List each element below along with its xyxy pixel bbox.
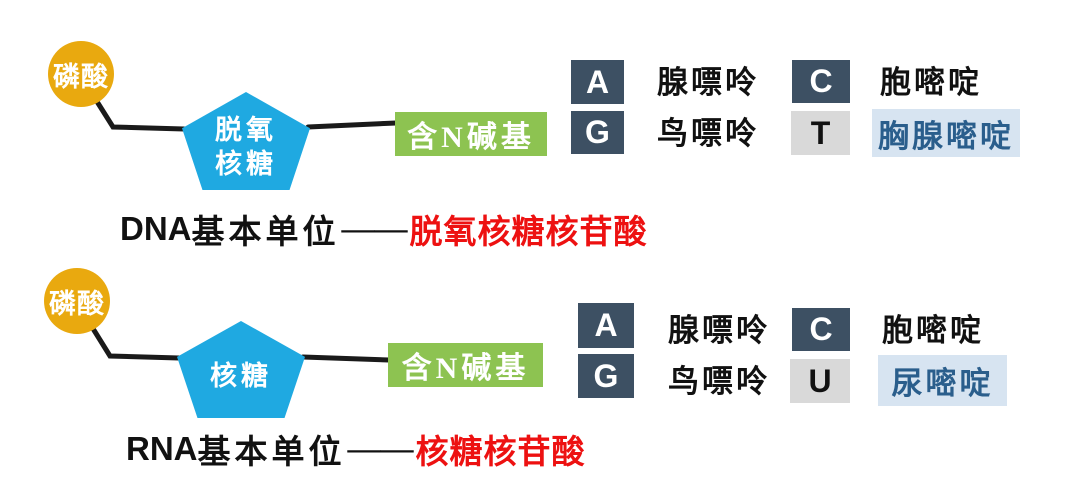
rna-base-letter-box-A: A xyxy=(578,303,634,348)
rna-phosphate-label: 磷酸 xyxy=(49,288,105,319)
dna-base-name-guanine: 鸟嘌呤 xyxy=(657,116,759,151)
rna-n-base-label: 含N碱基 xyxy=(401,352,530,385)
dna-n-base-box: 含N碱基 xyxy=(395,112,547,156)
dna-caption-term: 脱氧核糖核苷酸 xyxy=(409,215,648,251)
rna-caption-prefix: 基本单位 xyxy=(197,435,346,471)
rna-phosphate-circle: 磷酸 xyxy=(44,268,110,334)
rna-base-letter-A: A xyxy=(594,307,618,343)
dna-base-name-thymine: 胸腺嘧啶 xyxy=(872,109,1020,157)
rna-caption-term: 核糖核苷酸 xyxy=(415,435,586,471)
rna-base-name-cytosine: 胞嘧啶 xyxy=(882,313,984,348)
rna-n-base-box: 含N碱基 xyxy=(388,343,543,387)
dna-sugar-label-line1: 脱氧 xyxy=(215,115,277,146)
rna-caption: RNA 基本单位 —— 核糖核苷酸 xyxy=(126,425,586,473)
rna-base-name-adenine: 腺嘌呤 xyxy=(668,313,770,348)
dna-base-letter-box-C: C xyxy=(792,60,850,103)
dna-n-base-label: 含N碱基 xyxy=(407,121,535,154)
rna-base-letter-C: C xyxy=(809,311,833,347)
dna-base-letter-G: G xyxy=(585,114,610,150)
dna-base-name-adenine: 腺嘌呤 xyxy=(657,65,759,100)
rna-sugar-label-line1: 核糖 xyxy=(210,360,272,391)
dna-base-letter-box-A: A xyxy=(571,60,624,104)
rna-base-letter-U: U xyxy=(808,362,832,399)
rna-caption-dash: —— xyxy=(347,430,414,467)
dna-base-name-cytosine: 胞嘧啶 xyxy=(880,65,982,100)
rna-caption-acronym: RNA xyxy=(126,430,198,467)
rna-base-letter-G: G xyxy=(593,357,619,394)
dna-phosphate-circle: 磷酸 xyxy=(48,41,114,107)
dna-phosphate-label: 磷酸 xyxy=(53,61,109,92)
dna-caption: DNA 基本单位 —— 脱氧核糖核苷酸 xyxy=(120,205,648,253)
rna-base-letter-box-C: C xyxy=(792,308,850,351)
dna-base-letter-A: A xyxy=(585,63,610,100)
dna-caption-acronym: DNA xyxy=(120,210,192,247)
dna-base-letter-C: C xyxy=(809,63,833,99)
dna-caption-dash: —— xyxy=(341,210,408,247)
rna-base-name-guanine: 鸟嘌呤 xyxy=(668,364,770,399)
dna-base-letter-box-G: G xyxy=(571,111,624,154)
dna-sugar-label-line2: 核糖 xyxy=(215,149,277,179)
dna-base-letter-T: T xyxy=(810,114,831,151)
rna-base-name-uracil: 尿嘧啶 xyxy=(878,355,1007,406)
rna-base-letter-box-U: U xyxy=(790,359,850,403)
dna-base-letter-box-T: T xyxy=(791,111,850,155)
dna-caption-prefix: 基本单位 xyxy=(191,215,340,251)
rna-base-letter-box-G: G xyxy=(578,354,634,398)
